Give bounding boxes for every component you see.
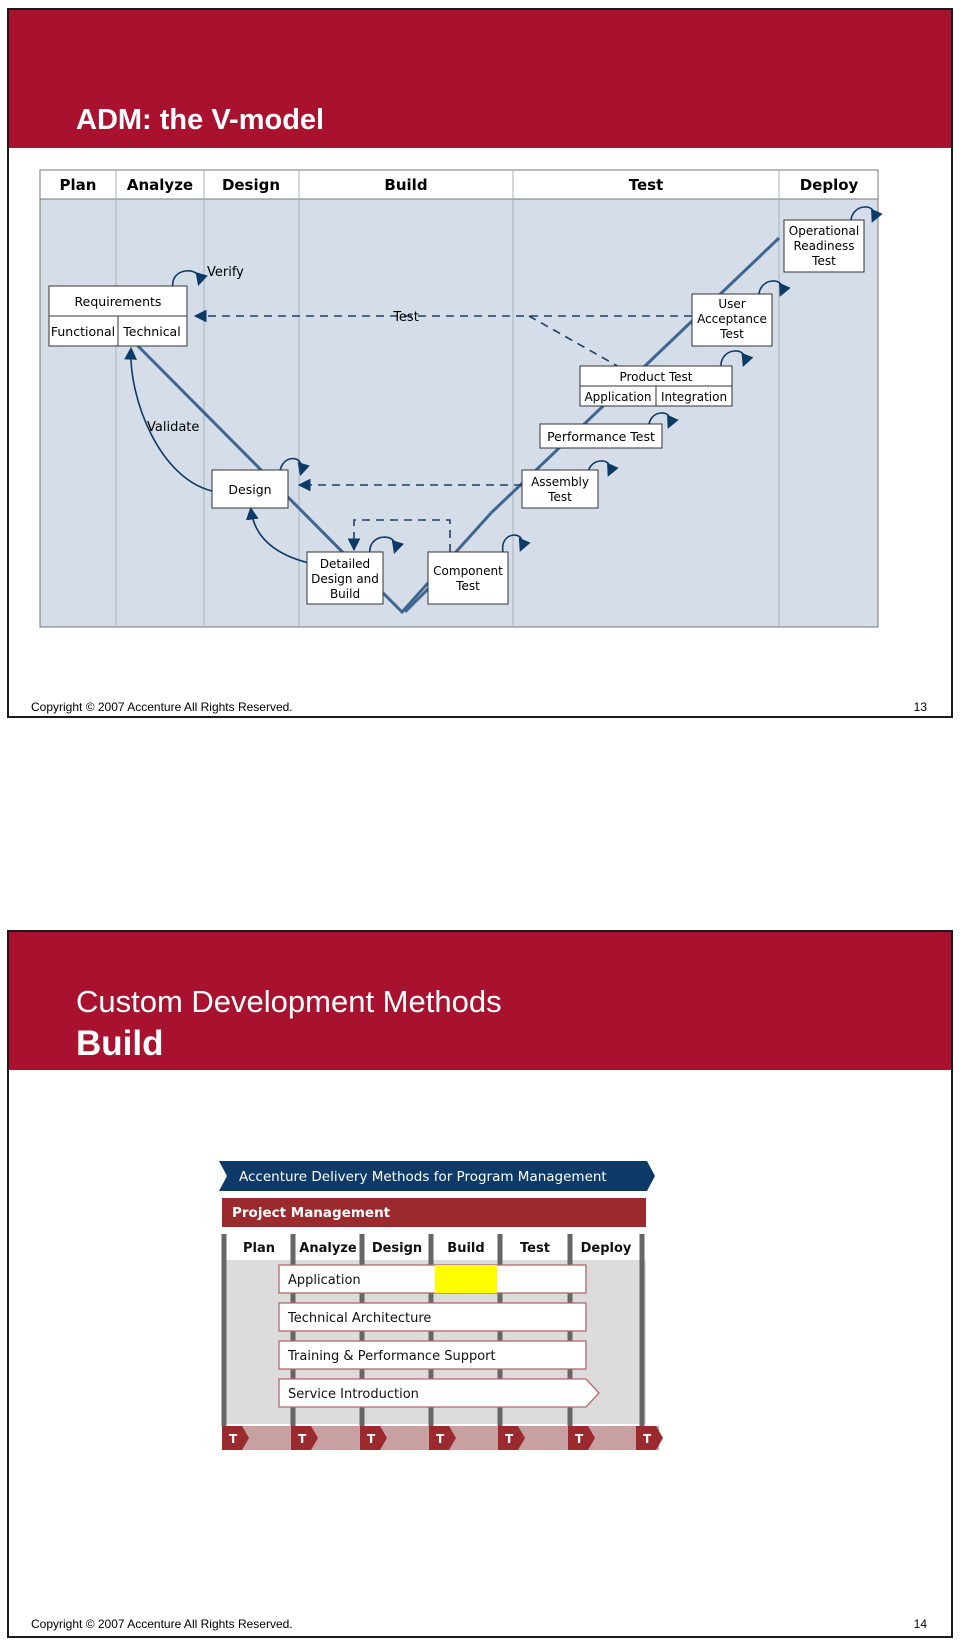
phase-build: Build: [384, 176, 427, 194]
tollgate-marker: [636, 1426, 663, 1450]
row-service-introduction: [278, 1378, 600, 1408]
v-model-diagram: Plan Analyze Design Build Test Deploy Te…: [39, 169, 883, 628]
phase-build: Build: [447, 1241, 484, 1256]
test-arrow-label: Test: [392, 310, 419, 325]
row-label-application: Application: [288, 1273, 361, 1288]
tollgate-label: T: [643, 1432, 652, 1446]
phase-deploy: Deploy: [800, 176, 859, 194]
assembly-test-box: Assembly Test: [521, 469, 599, 509]
user-acceptance-test-box: User Acceptance Test: [691, 293, 773, 347]
assembly-line1: Assembly: [531, 475, 589, 489]
phase-analyze: Analyze: [299, 1241, 357, 1256]
page-number: 13: [913, 700, 927, 714]
component-line1: Component: [433, 564, 503, 578]
row-label-training: Training & Performance Support: [287, 1349, 496, 1364]
phase-plan: Plan: [60, 176, 97, 194]
component-line2: Test: [455, 579, 480, 593]
phase-analyze: Analyze: [127, 176, 193, 194]
adm-program-banner-label: Accenture Delivery Methods for Program M…: [239, 1169, 607, 1185]
detailed-line3: Build: [330, 587, 360, 601]
operational-readiness-test-box: Operational Readiness Test: [783, 219, 865, 273]
requirements-label: Requirements: [75, 294, 162, 309]
project-management-bar: [222, 1198, 646, 1227]
adm-build-diagram: Accenture Delivery Methods for Program M…: [219, 1161, 663, 1450]
design-label: Design: [228, 482, 271, 497]
slide-14: Custom Development Methods Build Accentu…: [7, 930, 953, 1638]
slide-13: ADM: the V-model Plan Analyze Design Bui…: [7, 8, 953, 718]
uat-line3: Test: [719, 327, 744, 341]
slide-subtitle: Build: [76, 1024, 164, 1063]
detailed-line2: Design and: [311, 572, 379, 586]
tollgate-label: T: [367, 1432, 376, 1446]
copyright-footer: Copyright © 2007 Accenture All Rights Re…: [31, 1617, 293, 1631]
row-label-technical-architecture: Technical Architecture: [287, 1311, 431, 1326]
build-highlight: [435, 1265, 497, 1293]
tollgate-label: T: [436, 1432, 445, 1446]
tollgate-label: T: [505, 1432, 514, 1446]
design-box: Design: [211, 469, 289, 509]
performance-test-box: Performance Test: [539, 423, 663, 449]
functional-label: Functional: [51, 324, 115, 339]
ort-line3: Test: [811, 254, 836, 268]
phase-header-row: [39, 169, 879, 200]
page-number: 14: [913, 1617, 927, 1631]
slide-header: Custom Development Methods Build: [9, 932, 951, 1070]
row-application: [278, 1264, 587, 1294]
project-management-label: Project Management: [232, 1205, 391, 1221]
application-label: Application: [584, 390, 651, 404]
row-training-performance: [278, 1340, 587, 1370]
slide-title: Custom Development Methods: [76, 984, 502, 1019]
technical-label: Technical: [122, 324, 180, 339]
uat-line1: User: [718, 297, 745, 311]
phase-deploy: Deploy: [581, 1241, 632, 1256]
tollgate-label: T: [575, 1432, 584, 1446]
phase-plan: Plan: [243, 1241, 275, 1256]
product-test-box: Product Test Application Integration: [579, 365, 733, 407]
row-label-service-introduction: Service Introduction: [288, 1387, 419, 1402]
verify-label: Verify: [207, 265, 244, 280]
ort-line2: Readiness: [794, 239, 855, 253]
tollgate-marker: [222, 1426, 249, 1450]
tollgate-marker: [360, 1426, 387, 1450]
slide-title: ADM: the V-model: [76, 104, 325, 136]
detailed-design-box: Detailed Design and Build: [306, 551, 384, 605]
uat-line2: Acceptance: [697, 312, 767, 326]
tollgate-marker: [429, 1426, 456, 1450]
performance-label: Performance Test: [547, 429, 655, 444]
phase-design: Design: [372, 1241, 422, 1256]
product-label: Product Test: [619, 370, 692, 384]
tollgate-marker: [568, 1426, 595, 1450]
detailed-line1: Detailed: [320, 557, 370, 571]
row-technical-architecture: [278, 1302, 587, 1332]
tollgate-marker: [498, 1426, 525, 1450]
assembly-line2: Test: [547, 490, 572, 504]
validate-label: Validate: [147, 420, 199, 435]
tollgate-marker: [291, 1426, 318, 1450]
requirements-box: Requirements Functional Technical: [48, 285, 188, 347]
ort-line1: Operational: [789, 224, 859, 238]
phase-test: Test: [520, 1241, 550, 1256]
copyright-footer: Copyright © 2007 Accenture All Rights Re…: [31, 700, 293, 714]
integration-label: Integration: [661, 390, 727, 404]
slide-header: ADM: the V-model: [9, 10, 951, 148]
v-line-left: [135, 343, 493, 615]
tollgate-label: T: [298, 1432, 307, 1446]
tollgate-label: T: [229, 1432, 238, 1446]
phase-design: Design: [222, 176, 280, 194]
phase-test: Test: [629, 176, 664, 194]
component-test-box: Component Test: [427, 551, 509, 605]
adm-program-banner: [219, 1161, 655, 1191]
